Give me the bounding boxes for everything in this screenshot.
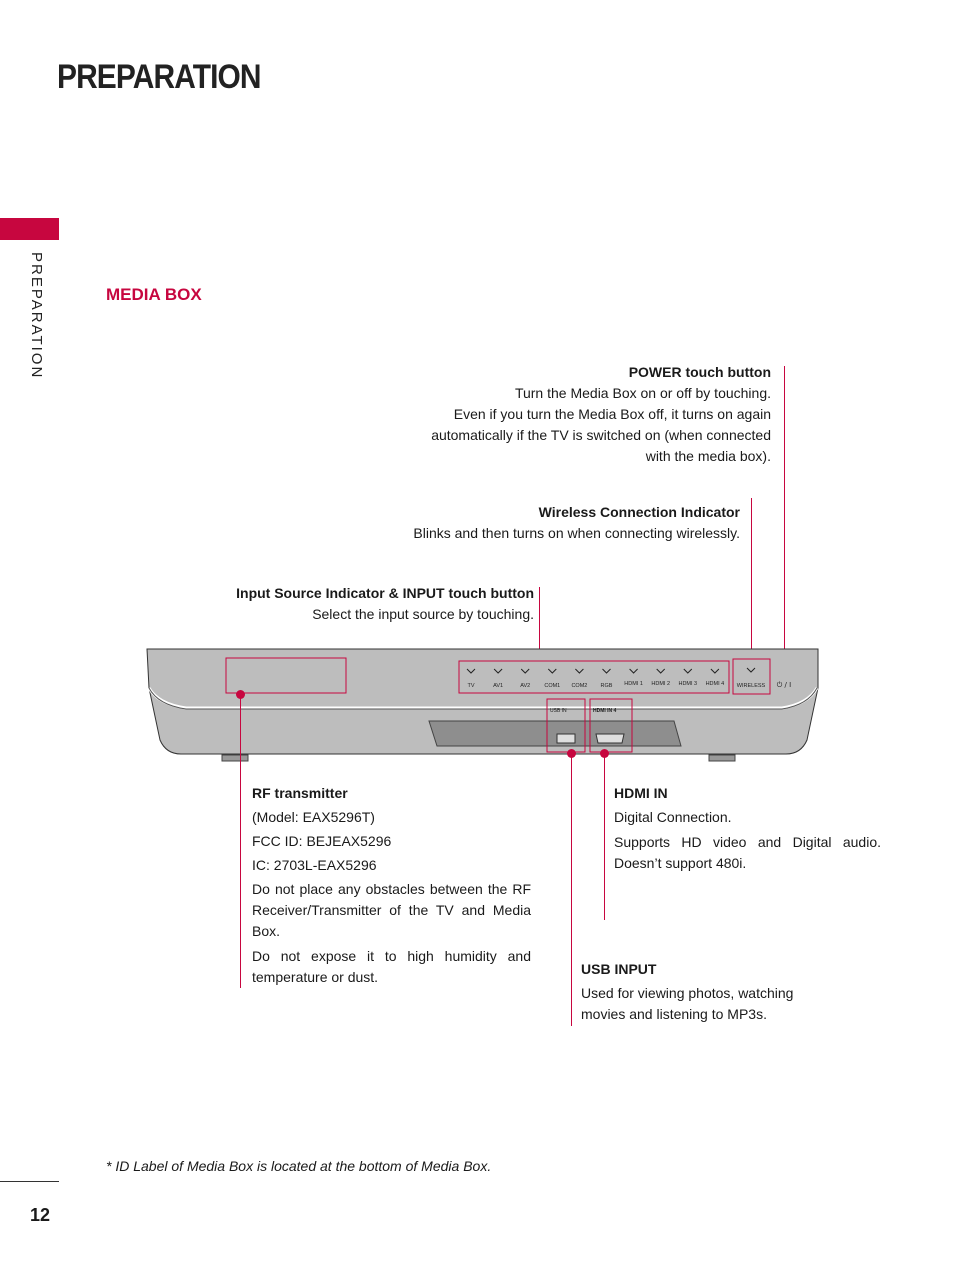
input-chevron-icon xyxy=(575,668,584,674)
wireless-callout: Wireless Connection Indicator Blinks and… xyxy=(320,502,740,544)
rf-line: (Model: EAX5296T) xyxy=(252,809,375,825)
hdmi-paragraph: Supports HD video and Digital audio. Doe… xyxy=(614,834,881,871)
usb-heading: USB INPUT xyxy=(581,961,657,977)
wireless-chevron-icon xyxy=(746,667,756,673)
usb-callout: USB INPUT Used for viewing photos, watch… xyxy=(581,959,861,1025)
section-heading: MEDIA BOX xyxy=(106,285,202,304)
power-line: automatically if the TV is switched on (… xyxy=(431,427,771,443)
input-chevron-icon xyxy=(547,668,557,674)
usb-label: USB IN xyxy=(550,708,567,714)
usb-leader-line xyxy=(571,753,572,1026)
input-chevron-icon xyxy=(629,668,638,674)
input-chevron-icon xyxy=(602,668,611,674)
usb-line: Used for viewing photos, watching xyxy=(581,985,794,1001)
input-chevron-icon xyxy=(466,668,476,674)
input-callout: Input Source Indicator & INPUT touch but… xyxy=(154,583,534,625)
input-text: Select the input source by touching. xyxy=(312,606,534,622)
power-heading: POWER touch button xyxy=(628,364,771,380)
wireless-label: WIRELESS xyxy=(737,683,766,689)
input-label-tv: TV xyxy=(467,683,474,689)
input-chevron-icon xyxy=(656,668,666,674)
input-label-hdmi2: HDMI 2 xyxy=(651,681,670,687)
rf-line: FCC ID: BEJEAX5296 xyxy=(252,833,392,849)
input-heading: Input Source Indicator & INPUT touch but… xyxy=(236,585,534,601)
input-label-av2: AV2 xyxy=(520,683,530,689)
input-label-hdmi4: HDMI 4 xyxy=(706,681,725,687)
hdmi-label: HDMI IN 4 xyxy=(593,708,617,714)
input-label-av1: AV1 xyxy=(493,683,503,689)
input-leader-line xyxy=(539,587,540,657)
power-line: Even if you turn the Media Box off, it t… xyxy=(453,406,771,422)
input-label-hdmi1: HDMI 1 xyxy=(624,681,643,687)
input-label-com2: COM2 xyxy=(571,683,587,689)
power-label: ⏻ / I xyxy=(777,681,791,689)
wireless-heading: Wireless Connection Indicator xyxy=(538,504,740,520)
input-chevron-icon xyxy=(710,668,720,674)
page-title: PREPARATION xyxy=(57,58,262,96)
hdmi-heading: HDMI IN xyxy=(614,785,668,801)
hdmi-callout: HDMI IN Digital Connection. Supports HD … xyxy=(614,783,881,878)
hdmi-paragraph: Digital Connection. xyxy=(614,809,732,825)
page-number-rule xyxy=(0,1181,59,1182)
rf-paragraph: Do not expose it to high humidity and te… xyxy=(252,948,531,985)
hdmi-leader-line xyxy=(604,753,605,920)
power-line: with the media box). xyxy=(645,448,771,464)
input-label-rgb: RGB xyxy=(601,683,613,689)
input-label-com1: COM1 xyxy=(544,683,560,689)
usb-line: movies and listening to MP3s. xyxy=(581,1006,767,1022)
rf-line: IC: 2703L-EAX5296 xyxy=(252,857,377,873)
page-number: 12 xyxy=(30,1205,51,1225)
power-callout: POWER touch button Turn the Media Box on… xyxy=(351,362,771,467)
footnote: * ID Label of Media Box is located at th… xyxy=(106,1158,492,1174)
rf-callout: RF transmitter (Model: EAX5296T) FCC ID:… xyxy=(252,783,531,992)
wireless-leader-line xyxy=(751,498,752,658)
input-chevron-icon xyxy=(493,668,503,674)
input-label-hdmi3: HDMI 3 xyxy=(678,681,697,687)
wireless-text: Blinks and then turns on when connecting… xyxy=(413,525,740,541)
power-line: Turn the Media Box on or off by touching… xyxy=(514,385,771,401)
rf-paragraph: Do not place any obstacles between the R… xyxy=(252,881,531,939)
media-box-illustration: TV AV1 AV2 COM1 COM2 RGB HDMI 1 HDMI 2 H… xyxy=(146,648,819,762)
input-chevron-icon xyxy=(520,668,530,674)
power-leader-line xyxy=(784,366,785,658)
input-chevron-icon xyxy=(683,668,693,674)
rf-leader-line xyxy=(240,694,241,988)
side-tab-label: PREPARATION xyxy=(28,252,45,380)
section-tab-marker xyxy=(0,218,59,240)
rf-heading: RF transmitter xyxy=(252,785,348,801)
